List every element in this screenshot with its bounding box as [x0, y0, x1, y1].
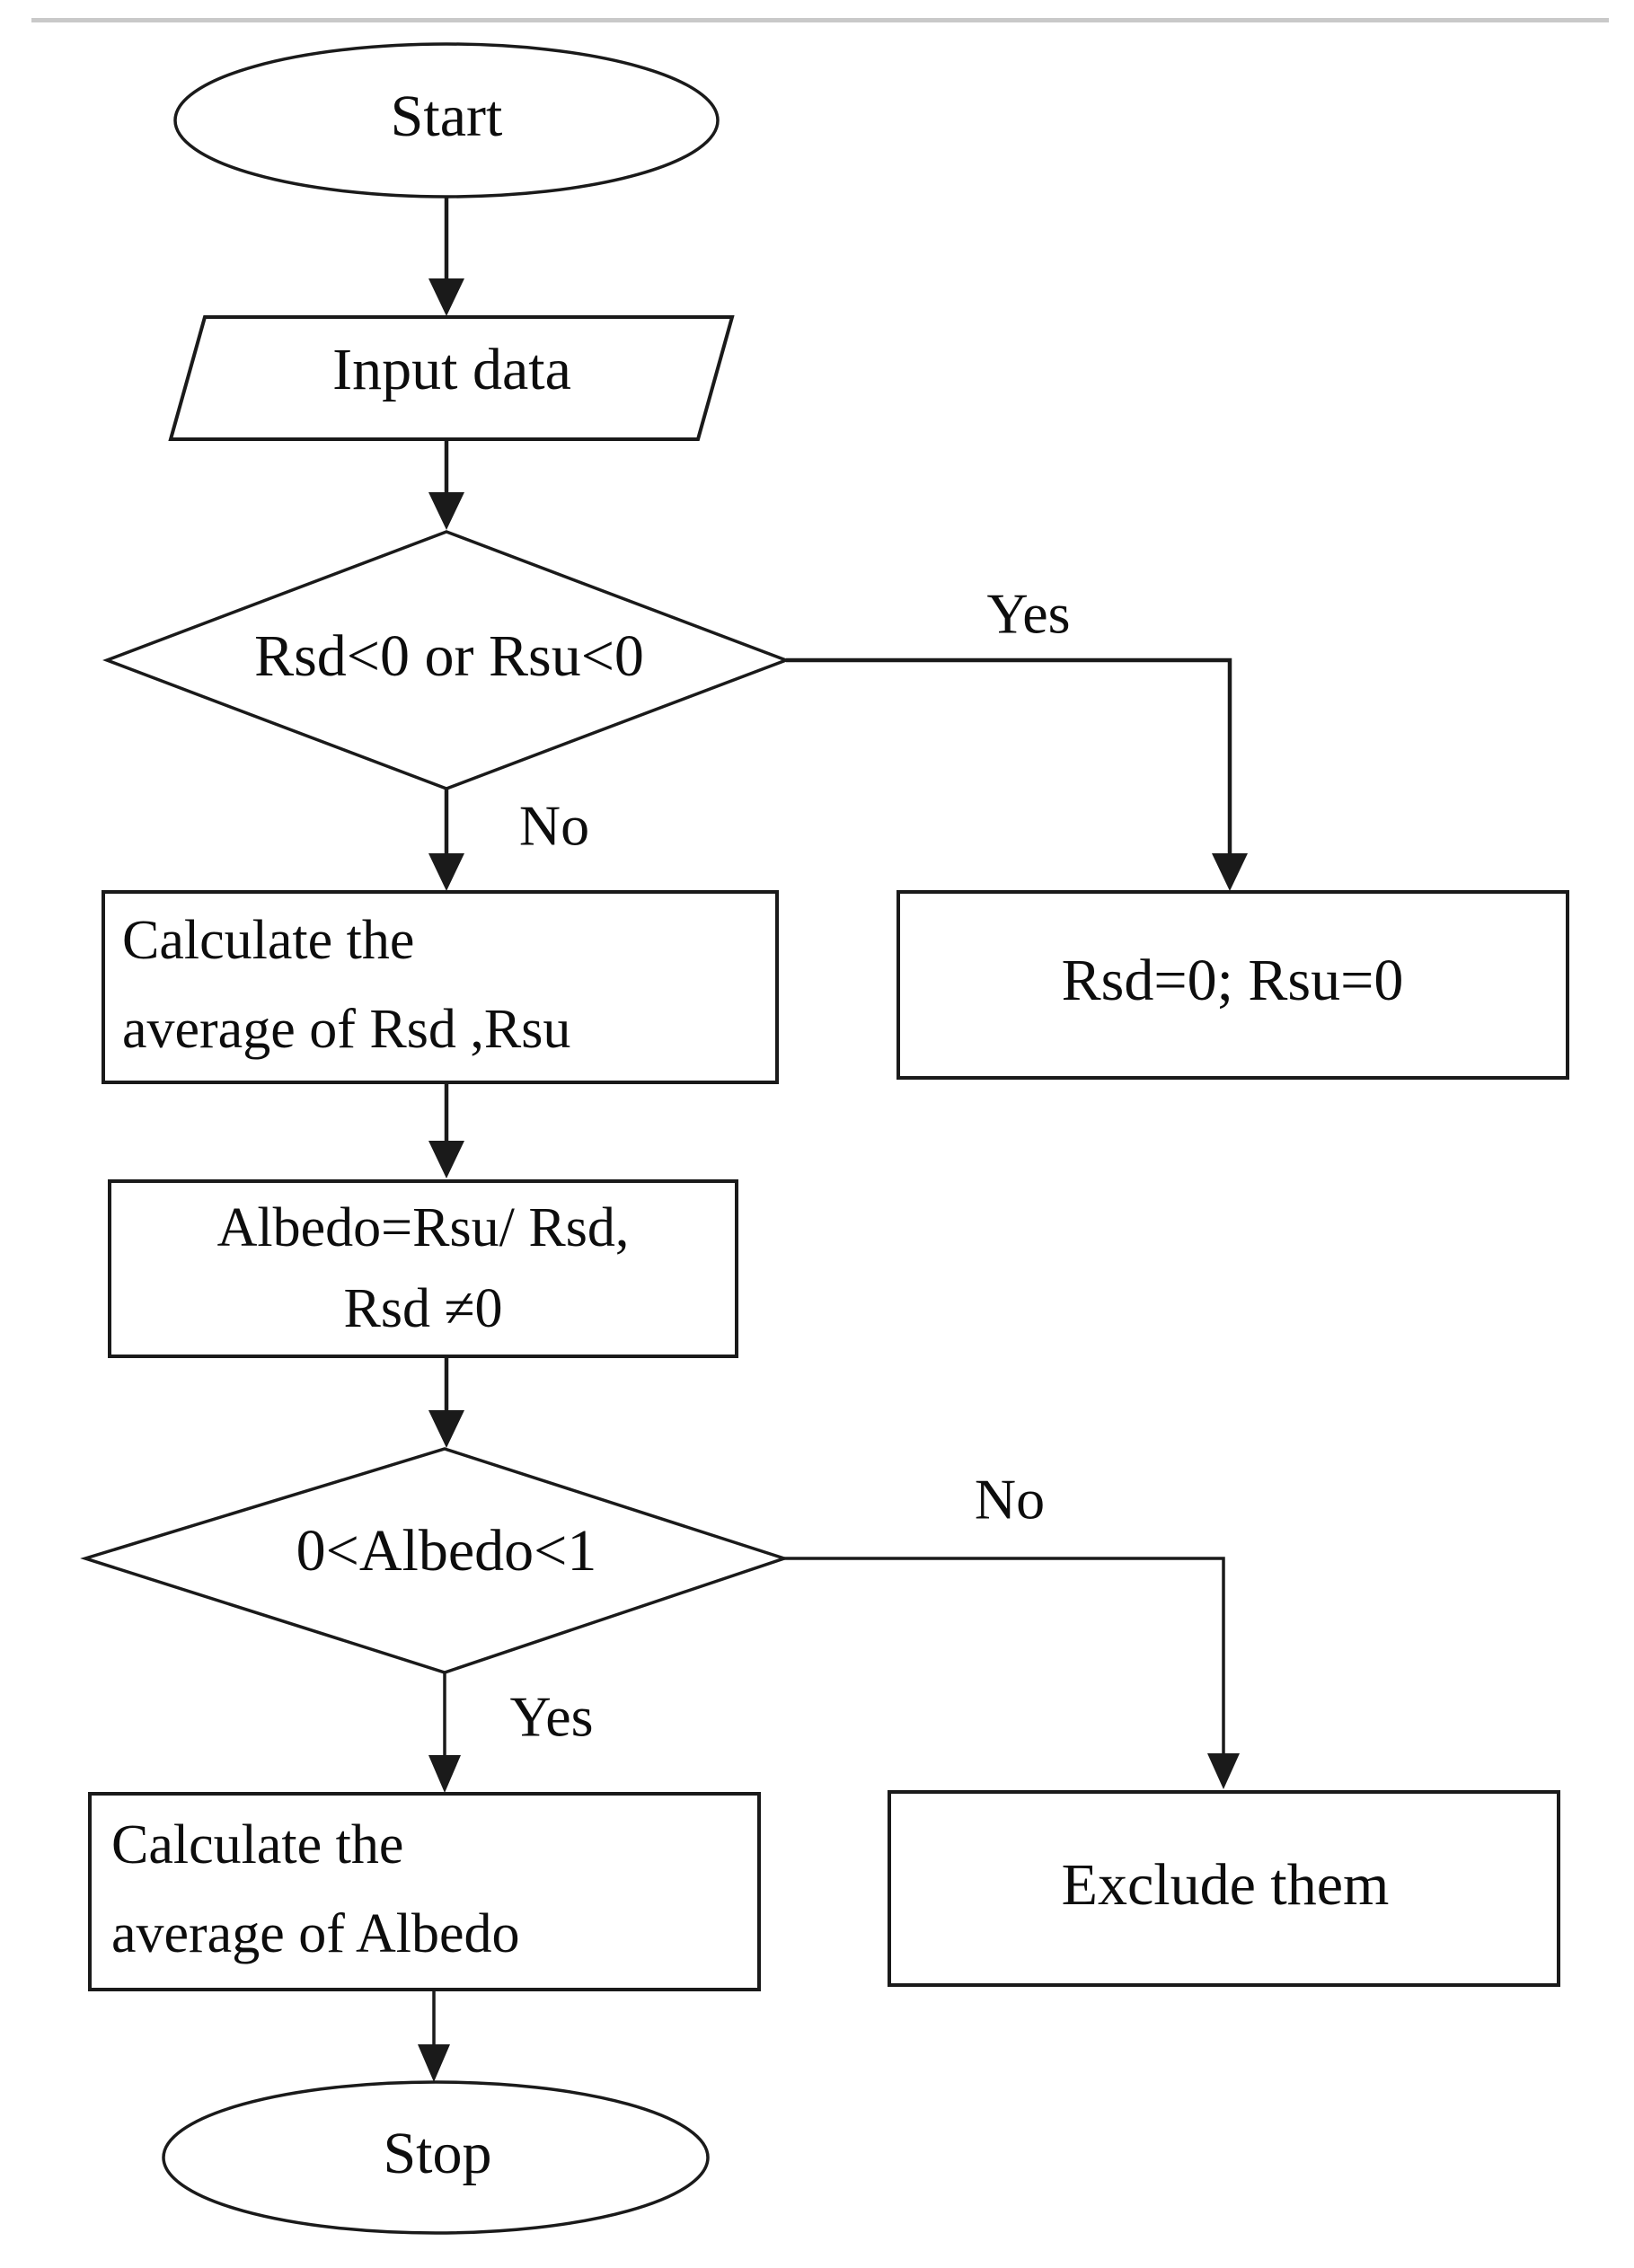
input-parallelogram-shape	[168, 315, 735, 441]
edge-label-yes-top: Yes	[986, 582, 1070, 646]
exclude-rect-shape	[888, 1790, 1560, 1987]
edge-label-no-top: No	[519, 794, 589, 858]
arrowhead-down-icon	[418, 2044, 450, 2082]
arrowhead-down-icon	[428, 1755, 461, 1793]
arrowhead-down-icon	[428, 853, 464, 891]
node-start-label: Start	[391, 84, 503, 149]
node-avg-albedo[interactable]: Calculate the average of Albedo	[88, 1792, 761, 1991]
node-avg-albedo-line2: average of Albedo	[111, 1903, 519, 1964]
node-reset[interactable]: Rsd=0; Rsu=0	[896, 890, 1569, 1080]
node-avg-albedo-line1: Calculate the	[111, 1814, 403, 1875]
edge-decision2-to-exclude: No	[784, 1468, 1240, 1789]
node-decision1-label: Rsd<0 or Rsu<0	[254, 623, 644, 689]
top-divider-rule	[31, 18, 1609, 22]
node-avg-rsd-rsu[interactable]: Calculate the average of Rsd ,Rsu	[102, 890, 779, 1084]
edge-decision1-to-avg-rsd-rsu: No	[428, 789, 589, 891]
avg-rsd-rsu-rect-shape	[102, 890, 779, 1084]
node-avg-rsd-rsu-line1: Calculate the	[122, 910, 414, 971]
node-stop[interactable]: Stop	[162, 2080, 710, 2235]
arrowhead-down-icon	[428, 1141, 464, 1178]
arrowhead-down-icon	[1212, 853, 1248, 891]
edge-avg-to-albedo-calc	[428, 1082, 464, 1178]
node-start[interactable]: Start	[173, 42, 720, 199]
edge-decision1-to-reset: Yes	[786, 582, 1248, 891]
edge-albedo-calc-to-decision2	[428, 1356, 464, 1448]
arrowhead-down-icon	[1207, 1753, 1240, 1789]
edge-input-to-decision1	[428, 439, 464, 530]
node-albedo-calc-line1: Albedo=Rsu/ Rsd,	[217, 1197, 630, 1258]
arrowhead-down-icon	[428, 1410, 464, 1448]
node-input-label: Input data	[332, 337, 571, 402]
arrowhead-down-icon	[428, 278, 464, 316]
node-decision2[interactable]: 0<Albedo<1	[80, 1447, 790, 1674]
node-stop-label: Stop	[383, 2121, 491, 2186]
node-albedo-calc[interactable]: Albedo=Rsu/ Rsd, Rsd ≠0	[108, 1179, 738, 1358]
edge-decision1-to-reset-line	[786, 657, 1232, 867]
arrowhead-down-icon	[428, 492, 464, 530]
node-input[interactable]: Input data	[168, 315, 735, 441]
node-decision2-label: 0<Albedo<1	[296, 1518, 597, 1584]
node-avg-rsd-rsu-line2: average of Rsd ,Rsu	[122, 999, 570, 1060]
reset-rect-shape	[896, 890, 1569, 1080]
node-reset-label: Rsd=0; Rsu=0	[1062, 948, 1404, 1013]
node-exclude-label: Exclude them	[1062, 1852, 1390, 1918]
avg-albedo-rect-shape	[88, 1792, 761, 1991]
node-decision1[interactable]: Rsd<0 or Rsu<0	[102, 530, 791, 790]
edge-decision2-to-exclude-line	[784, 1557, 1225, 1765]
edge-label-yes-bottom: Yes	[509, 1685, 593, 1749]
stop-ellipse-shape	[162, 2080, 710, 2235]
edge-start-to-input	[428, 197, 464, 316]
node-exclude[interactable]: Exclude them	[888, 1790, 1560, 1987]
albedo-calc-rect-shape	[108, 1179, 738, 1358]
edge-label-no-bottom: No	[975, 1468, 1045, 1531]
edge-avg-albedo-to-stop	[418, 1990, 450, 2082]
node-albedo-calc-line2: Rsd ≠0	[343, 1278, 502, 1339]
edge-decision2-to-avg-albedo: Yes	[428, 1672, 594, 1793]
